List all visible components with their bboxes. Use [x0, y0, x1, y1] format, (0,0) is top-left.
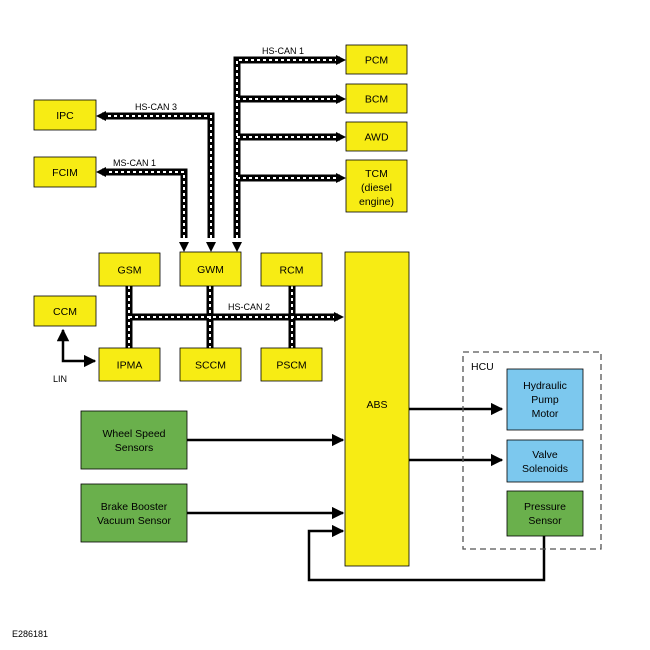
hcu-label: HCU — [471, 361, 494, 373]
hcu-group: HCU — [462, 351, 602, 550]
tcm-module: TCM (diesel engine) — [345, 159, 408, 213]
brake-booster-label-line2: Vacuum Sensor — [97, 515, 171, 527]
gsm-module: GSM — [98, 252, 161, 287]
bcm-label: BCM — [365, 94, 388, 106]
ipc-module: IPC — [33, 99, 97, 131]
can-arrowheads — [96, 55, 346, 322]
awd-module: AWD — [345, 121, 408, 152]
fcim-module: FCIM — [33, 156, 97, 188]
pressure-sensor-box: Pressure Sensor — [506, 490, 584, 537]
hs-can2-bus — [125, 286, 338, 348]
figure-reference: E286181 — [12, 629, 48, 639]
rcm-label: RCM — [280, 265, 304, 277]
valve-solenoids-label-line2: Solenoids — [522, 463, 568, 475]
pressure-sensor-label-line1: Pressure — [524, 501, 566, 513]
abs-module: ABS — [344, 251, 410, 567]
pscm-module: PSCM — [260, 347, 323, 382]
wheel-speed-label-line1: Wheel Speed — [102, 428, 165, 440]
hs-can2-label: HS-CAN 2 — [228, 302, 270, 312]
gwm-label: GWM — [197, 264, 224, 276]
ccm-module: CCM — [33, 295, 97, 327]
wheel-speed-sensors-box: Wheel Speed Sensors — [80, 410, 188, 470]
fcim-label: FCIM — [52, 167, 78, 179]
signal-lines — [187, 402, 546, 582]
abs-label: ABS — [366, 399, 387, 411]
pump-motor-box: Hydraulic Pump Motor — [506, 368, 584, 431]
ms-can1-bus — [102, 168, 188, 238]
pressure-sensor-label-line2: Sensor — [528, 515, 562, 527]
ipma-module: IPMA — [98, 347, 161, 382]
sccm-module: SCCM — [179, 347, 242, 382]
pcm-label: PCM — [365, 55, 388, 67]
awd-label: AWD — [364, 132, 389, 144]
brake-booster-sensor-box: Brake Booster Vacuum Sensor — [80, 483, 188, 543]
tcm-label-line1: TCM — [365, 168, 388, 180]
brake-booster-label-line1: Brake Booster — [101, 501, 168, 513]
valve-solenoids-box: Valve Solenoids — [506, 439, 584, 483]
pump-motor-label-line1: Hydraulic — [523, 380, 567, 392]
gwm-module: GWM — [179, 251, 242, 287]
pump-motor-label-line2: Pump — [531, 394, 559, 406]
wheel-speed-label-line2: Sensors — [115, 442, 154, 454]
hs-can3-bus — [102, 112, 215, 238]
valve-solenoids-label-line1: Valve — [532, 449, 558, 461]
tcm-label-line3: engine) — [359, 196, 394, 208]
bcm-module: BCM — [345, 83, 408, 114]
pump-motor-label-line3: Motor — [532, 408, 559, 420]
hs-can1-label: HS-CAN 1 — [262, 46, 304, 56]
pcm-module: PCM — [345, 44, 408, 75]
ipc-label: IPC — [56, 110, 74, 122]
gsm-label: GSM — [118, 265, 142, 277]
hs-can1-bus — [233, 56, 340, 238]
can-bus-lines — [102, 56, 340, 348]
tcm-label-line2: (diesel — [361, 182, 392, 194]
sccm-label: SCCM — [195, 360, 226, 372]
ms-can1-label: MS-CAN 1 — [113, 158, 156, 168]
ipma-label: IPMA — [117, 360, 143, 372]
lin-label: LIN — [53, 374, 67, 384]
rcm-module: RCM — [260, 252, 323, 287]
lin-line — [56, 328, 97, 368]
pscm-label: PSCM — [276, 360, 306, 372]
hs-can3-label: HS-CAN 3 — [135, 102, 177, 112]
ccm-label: CCM — [53, 306, 77, 318]
pressure-sensor-to-abs-arrow — [307, 524, 546, 582]
